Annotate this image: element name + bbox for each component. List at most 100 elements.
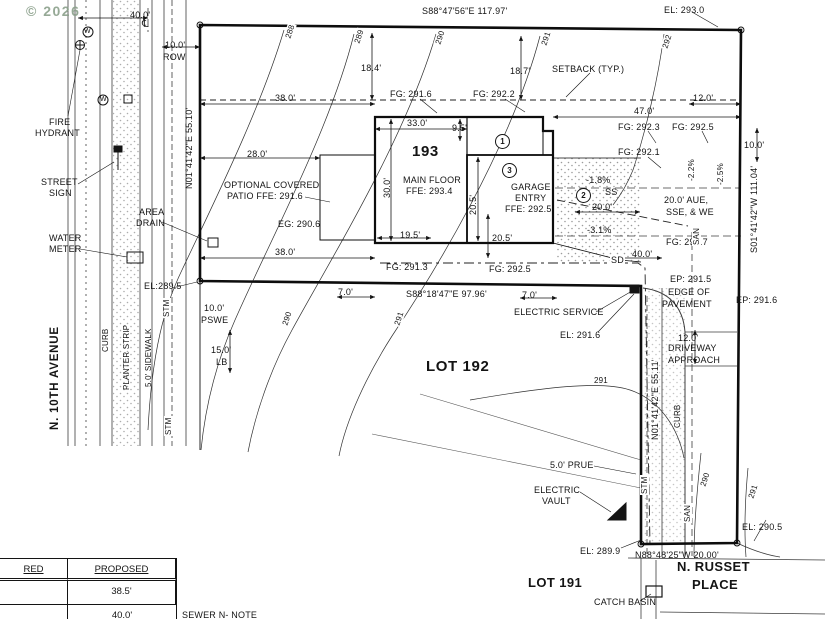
water-valve-icon bbox=[82, 26, 94, 38]
grade-fg-291-7: FG: 291.7 bbox=[666, 237, 708, 247]
contour-label-291-c: 291 bbox=[593, 376, 609, 385]
dim-20-garage: 20.0' bbox=[592, 202, 613, 212]
bearing-bottom: N88°48'25"W 20.00' bbox=[635, 550, 719, 560]
storm-line-label-3: STM bbox=[640, 475, 649, 495]
storm-line-label-2: STM bbox=[164, 416, 173, 436]
dim-7-right: 7.0' bbox=[522, 290, 538, 300]
keynote-1: 1 bbox=[495, 134, 510, 149]
slope-2-5: -2.5% bbox=[716, 163, 725, 185]
bearing-right: S01°41'42"W 111.04' bbox=[749, 165, 759, 253]
grade-fg-292-5-a: FG: 292.5 bbox=[672, 122, 714, 132]
dim-12-top: 12.0' bbox=[693, 93, 714, 103]
grade-fg-292-3: FG: 292.3 bbox=[618, 122, 660, 132]
planter-strip-stipple bbox=[113, 0, 139, 446]
watermark: © 2026 bbox=[26, 3, 81, 19]
storm-line-label-1: STM bbox=[162, 298, 171, 318]
slope-1-8: -1.8% bbox=[586, 175, 611, 185]
pswe-label-2: PSWE bbox=[201, 315, 229, 325]
dim-12-driveway: 12.0' bbox=[678, 333, 699, 343]
setback-note: SETBACK (TYP.) bbox=[552, 64, 625, 74]
driveway-label-2: APPROACH bbox=[668, 355, 721, 365]
house-footprint bbox=[319, 115, 642, 263]
area-drain-label-1: AREA bbox=[139, 207, 165, 217]
dim-47: 47.0' bbox=[634, 106, 655, 116]
feature-symbols bbox=[75, 26, 663, 598]
street-linework-left bbox=[67, 0, 201, 450]
spot-elev-291-6: EL: 291.6 bbox=[560, 330, 601, 340]
sanitary-service-label: SS bbox=[605, 187, 618, 197]
main-floor-label-2: FFE: 293.4 bbox=[406, 186, 453, 196]
bearing-left: N01°41'42"E 55.10' bbox=[184, 107, 194, 189]
table-header-proposed: PROPOSED bbox=[68, 559, 176, 581]
table-cell-blank-1 bbox=[0, 581, 68, 605]
grade-fg-291-6: FG: 291.6 bbox=[390, 89, 432, 99]
flag-driveway-stipple bbox=[643, 288, 686, 544]
fire-hydrant-label-2: HYDRANT bbox=[35, 128, 80, 138]
electric-vault-icon bbox=[606, 501, 627, 521]
centerline-symbol: ℄ bbox=[142, 19, 149, 30]
sidewalk-label: 5.0' SIDEWALK bbox=[144, 328, 153, 387]
edge-of-pavement-label-1: EDGE OF bbox=[668, 287, 710, 297]
dim-9-5: 9.5' bbox=[452, 123, 468, 133]
lot-192-label: LOT 192 bbox=[426, 358, 490, 375]
curb-label-left: CURB bbox=[101, 328, 110, 352]
edge-of-pavement-label-2: PAVEMENT bbox=[662, 299, 712, 309]
garage-label-3: FFE: 292.5 bbox=[505, 204, 552, 214]
street-sign-icon bbox=[113, 145, 123, 153]
garage-label-2: ENTRY bbox=[515, 193, 547, 203]
property-corner-monuments bbox=[196, 21, 745, 548]
water-valve-icon bbox=[97, 94, 109, 106]
sanitary-line-label-1: SAN bbox=[692, 226, 701, 246]
keynote-2: 2 bbox=[576, 188, 591, 203]
dim-row-width: 40.0' bbox=[130, 10, 151, 20]
catch-basin-label: CATCH BASIN bbox=[594, 597, 657, 607]
dim-38-lower: 38.0' bbox=[275, 247, 296, 257]
water-valve-letter-1: W bbox=[84, 28, 91, 35]
dim-setback-18-7: 18.7' bbox=[510, 66, 531, 76]
electric-vault-label-2: VAULT bbox=[542, 496, 571, 506]
curb-label-right: CURB bbox=[673, 404, 682, 428]
water-meter-label-1: WATER bbox=[49, 233, 82, 243]
spot-elev-290-5: EL: 290.5 bbox=[742, 522, 783, 532]
electric-vault-label-1: ELECTRIC bbox=[534, 485, 581, 495]
driveway-label-1: DRIVEWAY bbox=[668, 343, 717, 353]
area-drain-label-2: DRAIN bbox=[136, 218, 166, 228]
bearing-flag: N01°41'42"E 55.11' bbox=[650, 359, 660, 440]
house-number: 193 bbox=[412, 143, 439, 160]
street-name-russet-1: N. RUSSET bbox=[677, 559, 750, 574]
lb-label-1: 15.0' bbox=[211, 345, 232, 355]
dim-40-sd: 40.0' bbox=[632, 249, 653, 259]
dim-38-upper: 38.0' bbox=[275, 93, 296, 103]
property-boundary bbox=[198, 23, 743, 546]
street-linework-russet bbox=[627, 542, 825, 619]
electric-service-icon bbox=[629, 284, 640, 294]
electric-service-label: ELECTRIC SERVICE bbox=[514, 307, 604, 317]
water-valve-letter-2: W bbox=[100, 96, 107, 103]
table-cell-proposed-1: 38.5' bbox=[68, 581, 176, 605]
catch-basin-icon bbox=[645, 585, 663, 598]
keynote-3: 3 bbox=[502, 163, 517, 178]
dim-7-left: 7.0' bbox=[338, 287, 354, 297]
patio-label-2: PATIO FFE: 291.6 bbox=[227, 191, 303, 201]
patio-label-1: OPTIONAL COVERED bbox=[224, 180, 320, 190]
dim-row-offset: 10.0' bbox=[165, 40, 186, 50]
lb-label-2: LB bbox=[216, 357, 228, 367]
grade-eg-290-6: EG: 290.6 bbox=[278, 219, 321, 229]
dim-33: 33.0' bbox=[407, 118, 428, 128]
slope-3-1: -3.1% bbox=[587, 225, 612, 235]
dim-20-5-b: 20.5' bbox=[492, 233, 513, 243]
dim-19-5: 19.5' bbox=[400, 230, 421, 240]
leader-lines bbox=[67, 11, 767, 602]
table-header-required: RED bbox=[0, 559, 68, 581]
sewer-note: SEWER N- NOTE bbox=[182, 610, 258, 619]
sanitary-line-label-2: SAN bbox=[683, 503, 692, 523]
table-cell-blank-2 bbox=[0, 605, 68, 619]
grade-fg-292-2: FG: 292.2 bbox=[473, 89, 515, 99]
slope-2-2: -2.2% bbox=[687, 159, 696, 181]
street-sign-label-2: SIGN bbox=[49, 188, 72, 198]
bearing-mid: S88°18'47"E 97.96' bbox=[406, 289, 487, 299]
spot-elev-289-5: EL:289.5 bbox=[144, 281, 182, 291]
dim-setback-18-4: 18.4' bbox=[361, 63, 382, 73]
water-meter-icon bbox=[126, 251, 144, 264]
